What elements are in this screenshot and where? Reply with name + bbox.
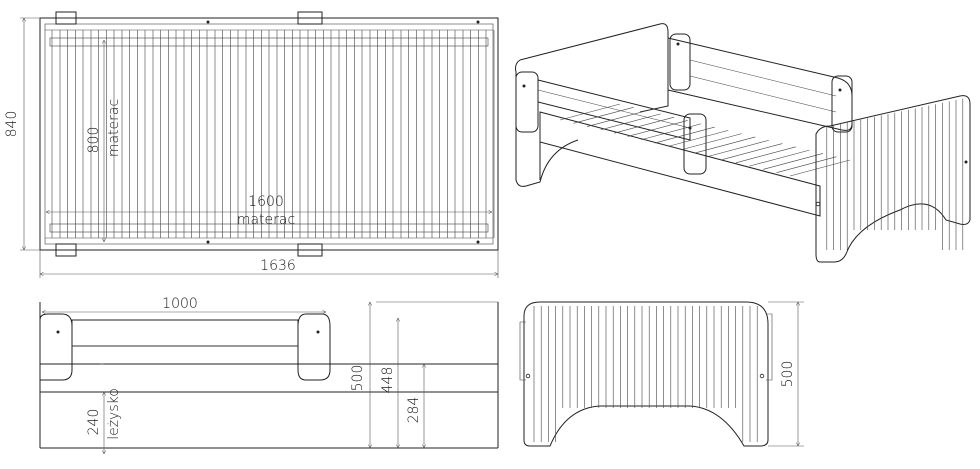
screw-icon (476, 20, 480, 24)
screw-icon (316, 330, 320, 334)
iso-slat (668, 130, 729, 147)
screw-icon (56, 330, 60, 334)
iso-slat (600, 113, 661, 131)
screw-icon (476, 240, 480, 244)
iso-slat (654, 126, 715, 144)
side-view: 1000 240 leżysko 500 448 284 (39, 296, 499, 454)
side-guard-rail (71, 319, 299, 347)
mattress-width-label: materac (106, 99, 122, 157)
end-view: 500 (519, 302, 804, 446)
cross-bar-bottom (49, 223, 489, 233)
iso-slat (789, 159, 851, 177)
iso-slat (735, 146, 796, 164)
screw-icon (964, 160, 968, 164)
cross-bar-top (49, 37, 489, 47)
iso-slat (573, 107, 634, 124)
bed-height-label: leżysko (106, 388, 122, 440)
iso-slat (681, 133, 742, 150)
iso-slat (559, 103, 621, 121)
mattress-length-label: materac (237, 212, 295, 228)
screw-icon (759, 373, 765, 379)
isometric-view (515, 23, 971, 263)
iso-slats (559, 103, 851, 177)
screw-icon (206, 20, 210, 24)
mattress-length-value: 1600 (248, 194, 284, 210)
front-guard-post (683, 113, 707, 175)
iso-slat (762, 153, 824, 170)
screw-icon (525, 373, 531, 379)
iso-slat (722, 143, 783, 160)
slats (51, 30, 495, 238)
rail-height-value: 448 (380, 367, 396, 394)
screw-icon (206, 240, 210, 244)
iso-slat (641, 123, 702, 141)
bed-height-value: 240 (86, 409, 102, 436)
top-view: 800 materac 1600 materac 840 1636 (4, 11, 499, 278)
screw-icon (676, 42, 680, 46)
headboard-grooves (533, 306, 758, 442)
bed-frame-inner (44, 23, 494, 245)
guard-post (831, 75, 853, 133)
iso-slat (695, 136, 756, 154)
bracket (55, 11, 77, 25)
iso-slat (708, 139, 769, 157)
total-height-value: 500 (350, 365, 366, 392)
front-post (515, 71, 539, 133)
footboard-grooves (826, 98, 964, 250)
iso-slat (749, 149, 810, 167)
screw-icon (815, 201, 821, 207)
iso-slat (627, 120, 688, 137)
overall-width-value: 840 (4, 111, 20, 138)
iso-slat (776, 156, 837, 173)
bracket (297, 11, 323, 25)
overall-length-value: 1636 (260, 258, 296, 274)
bracket (55, 243, 77, 257)
headboard-height-value: 500 (780, 361, 796, 388)
guard-post (669, 33, 691, 91)
bed-frame-outline (39, 17, 499, 251)
iso-slat (614, 116, 675, 134)
screw-icon (522, 84, 526, 88)
screw-icon (838, 88, 842, 92)
rail-length-value: 1000 (162, 296, 198, 312)
bracket (297, 243, 323, 257)
mattress-width-value: 800 (86, 127, 102, 154)
lower-height-value: 284 (406, 397, 422, 424)
iso-slat (586, 110, 648, 127)
